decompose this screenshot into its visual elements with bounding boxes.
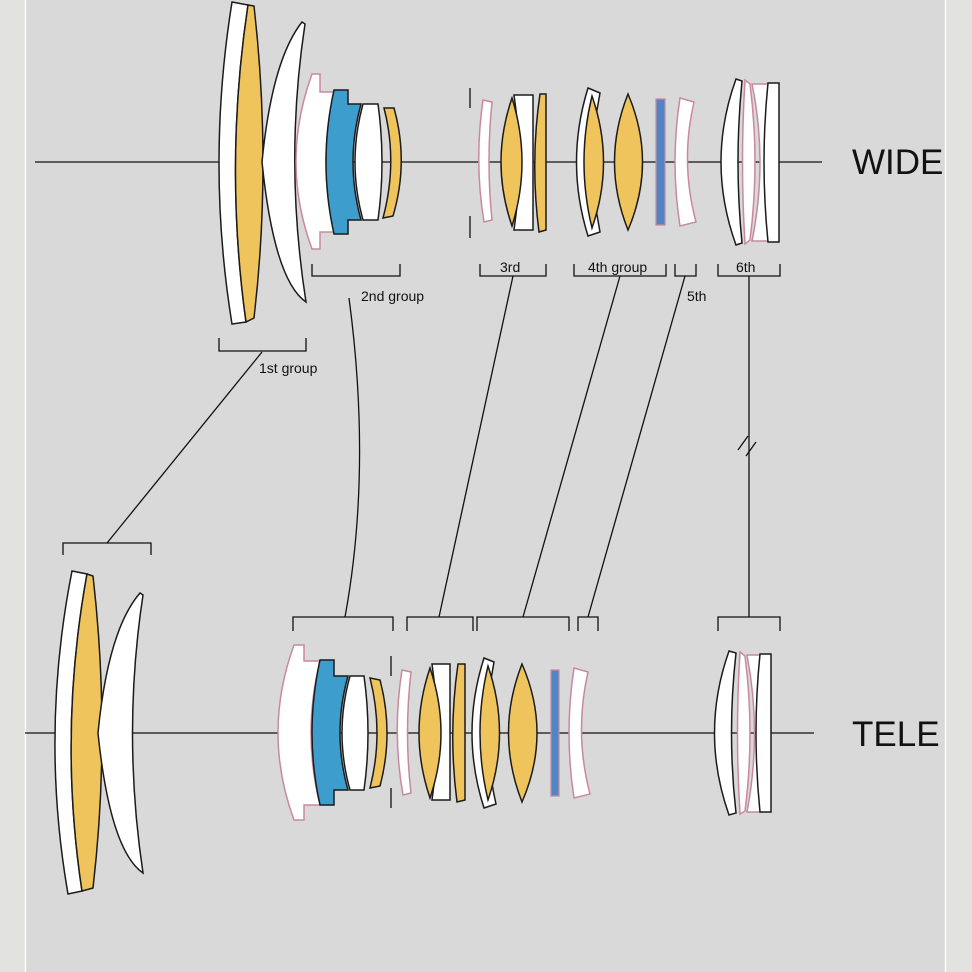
- wide-g3-lens-a: [478, 99, 493, 223]
- tele-6th-group-lenses: [713, 650, 772, 816]
- tele-g4-lens-d: [550, 669, 560, 797]
- g4-bracket-tele: [476, 616, 570, 631]
- tele-g2-lens-c: [341, 675, 369, 791]
- g2-movement-line: [344, 297, 361, 618]
- wide-g4-lens-c: [613, 92, 644, 232]
- wide-g4-lens-b: [583, 93, 605, 231]
- g6-bracket-tele: [717, 616, 781, 631]
- wide-g2-lens-b: [325, 89, 362, 235]
- wide-1st-group-lenses: [218, 1, 308, 325]
- g1-bracket: [218, 338, 307, 352]
- tele-g6-lens-a: [713, 650, 737, 816]
- tele-g1-lens-b: [70, 573, 103, 892]
- tele-g2-lens-d: [368, 677, 388, 789]
- wide-g1-lens-b: [234, 4, 264, 324]
- tele-state-label: TELE: [852, 715, 940, 754]
- g2-bracket-wide: [311, 264, 401, 277]
- g5-label: 5th: [687, 288, 706, 304]
- wide-5th-group-lenses: [674, 97, 697, 227]
- tele-g4-lens-c: [507, 662, 538, 804]
- wide-g6-lens-d: [763, 82, 780, 243]
- tele-g6-lens-b: [736, 650, 751, 816]
- tele-g1-lens-c: [97, 592, 145, 875]
- tele-g3-lens-d: [452, 663, 466, 803]
- g5-bracket-wide: [674, 264, 697, 277]
- tele-g3-lens-c: [418, 665, 442, 801]
- wide-g2-lens-c: [354, 103, 383, 221]
- g6-label: 6th: [736, 259, 755, 275]
- wide-2nd-group-lenses: [295, 73, 402, 250]
- tele-g5-lens: [568, 667, 591, 799]
- tele-group-brackets: [62, 542, 781, 631]
- g5-bracket-tele: [577, 616, 599, 631]
- g3-bracket-tele: [406, 616, 474, 631]
- wide-g1-lens-c: [261, 20, 308, 304]
- wide-g4-lens-d: [655, 98, 666, 226]
- wide-4th-group-lenses: [575, 86, 666, 237]
- tele-g2-lens-b: [311, 659, 349, 806]
- wide-g3-lens-c: [500, 95, 523, 229]
- g2-label: 2nd group: [361, 288, 424, 304]
- wide-g6-lens-a: [720, 78, 743, 246]
- tele-g4-lens-b: [479, 663, 501, 803]
- tele-g3-lens-a: [396, 669, 412, 796]
- g3-label: 3rd: [500, 259, 520, 275]
- g4-label: 4th group: [588, 259, 647, 275]
- tele-g6-lens-d: [755, 653, 772, 813]
- wide-6th-group-lenses: [720, 78, 780, 246]
- g6-fixed-mark-a: [737, 435, 749, 451]
- tele-3rd-group-lenses: [396, 663, 466, 803]
- wide-g6-lens-b: [741, 78, 756, 246]
- group-movement-lines: [106, 275, 757, 618]
- tele-5th-group-lenses: [568, 667, 591, 799]
- g3-movement-line: [438, 275, 514, 618]
- wide-state-label: WIDE: [852, 143, 943, 182]
- g1-movement-line: [106, 351, 263, 544]
- g4-movement-line: [522, 275, 621, 618]
- g1-bracket-tele: [62, 542, 152, 555]
- g1-label: 1st group: [259, 360, 318, 376]
- wide-g3-lens-d: [534, 93, 547, 233]
- g5-movement-line: [587, 275, 686, 618]
- wide-3rd-group-lenses: [469, 88, 547, 238]
- g2-bracket-tele: [292, 616, 394, 631]
- panel-border: [24, 0, 947, 972]
- g6-fixed-mark-b: [745, 441, 757, 457]
- tele-2nd-group-lenses: [277, 644, 392, 821]
- wide-g5-lens: [674, 97, 697, 227]
- wide-g2-lens-d: [381, 107, 402, 219]
- tele-4th-group-lenses: [471, 657, 560, 809]
- tele-1st-group-lenses: [54, 570, 145, 895]
